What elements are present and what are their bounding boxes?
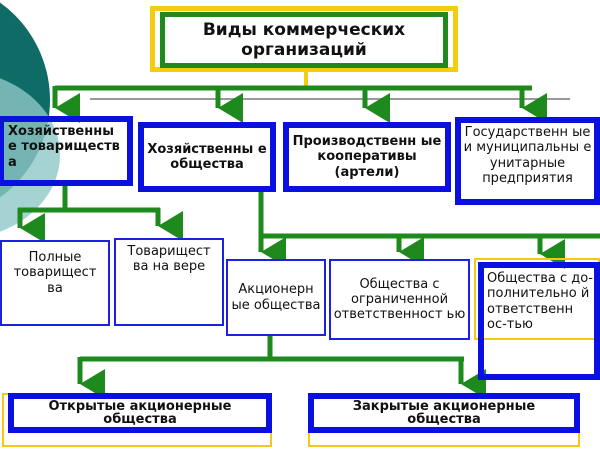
node-label: Акционерн ые общества (231, 282, 321, 313)
node-label: Полные товарищест ва (13, 250, 97, 296)
title-text: Виды коммерческих организаций (202, 19, 406, 60)
node-label: Хозяйственны е общества (147, 141, 267, 172)
title-accent-frame (150, 6, 458, 72)
node-label: Открытые акционерные общества (48, 399, 232, 427)
diagram-title: Виды коммерческих организаций (160, 12, 448, 68)
node-label: Государственн ые и муниципальны е унитар… (463, 125, 592, 186)
node-label: Общества с ограниченной ответственност ь… (333, 276, 466, 323)
node-additional-liability-companies: Общества с до- полнительно й ответственн… (478, 262, 600, 380)
node-label: Закрытые акционерные общества (352, 399, 536, 427)
node-label: Общества с до- полнительно й ответственн… (487, 271, 593, 332)
node-state-municipal-enterprises: Государственн ые и муниципальны е унитар… (455, 117, 600, 205)
node-economic-partnerships: Хозяйственны е товариществ а (0, 116, 133, 186)
node-label: Производственн ые кооперативы (артели) (292, 134, 442, 180)
node-production-cooperatives: Производственн ые кооперативы (артели) (283, 122, 451, 192)
node-limited-partnerships: Товарищест ва на вере (114, 238, 224, 326)
node-economic-companies: Хозяйственны е общества (138, 122, 276, 192)
node-label: Хозяйственны е товариществ а (8, 124, 120, 170)
node-open-jsc: Открытые акционерные общества (8, 393, 272, 433)
node-label: Товарищест ва на вере (127, 244, 211, 275)
node-closed-jsc: Закрытые акционерные общества (308, 393, 580, 433)
node-joint-stock-companies: Акционерн ые общества (226, 259, 326, 336)
node-llc: Общества с ограниченной ответственност ь… (329, 259, 470, 340)
node-general-partnerships: Полные товарищест ва (0, 240, 110, 326)
